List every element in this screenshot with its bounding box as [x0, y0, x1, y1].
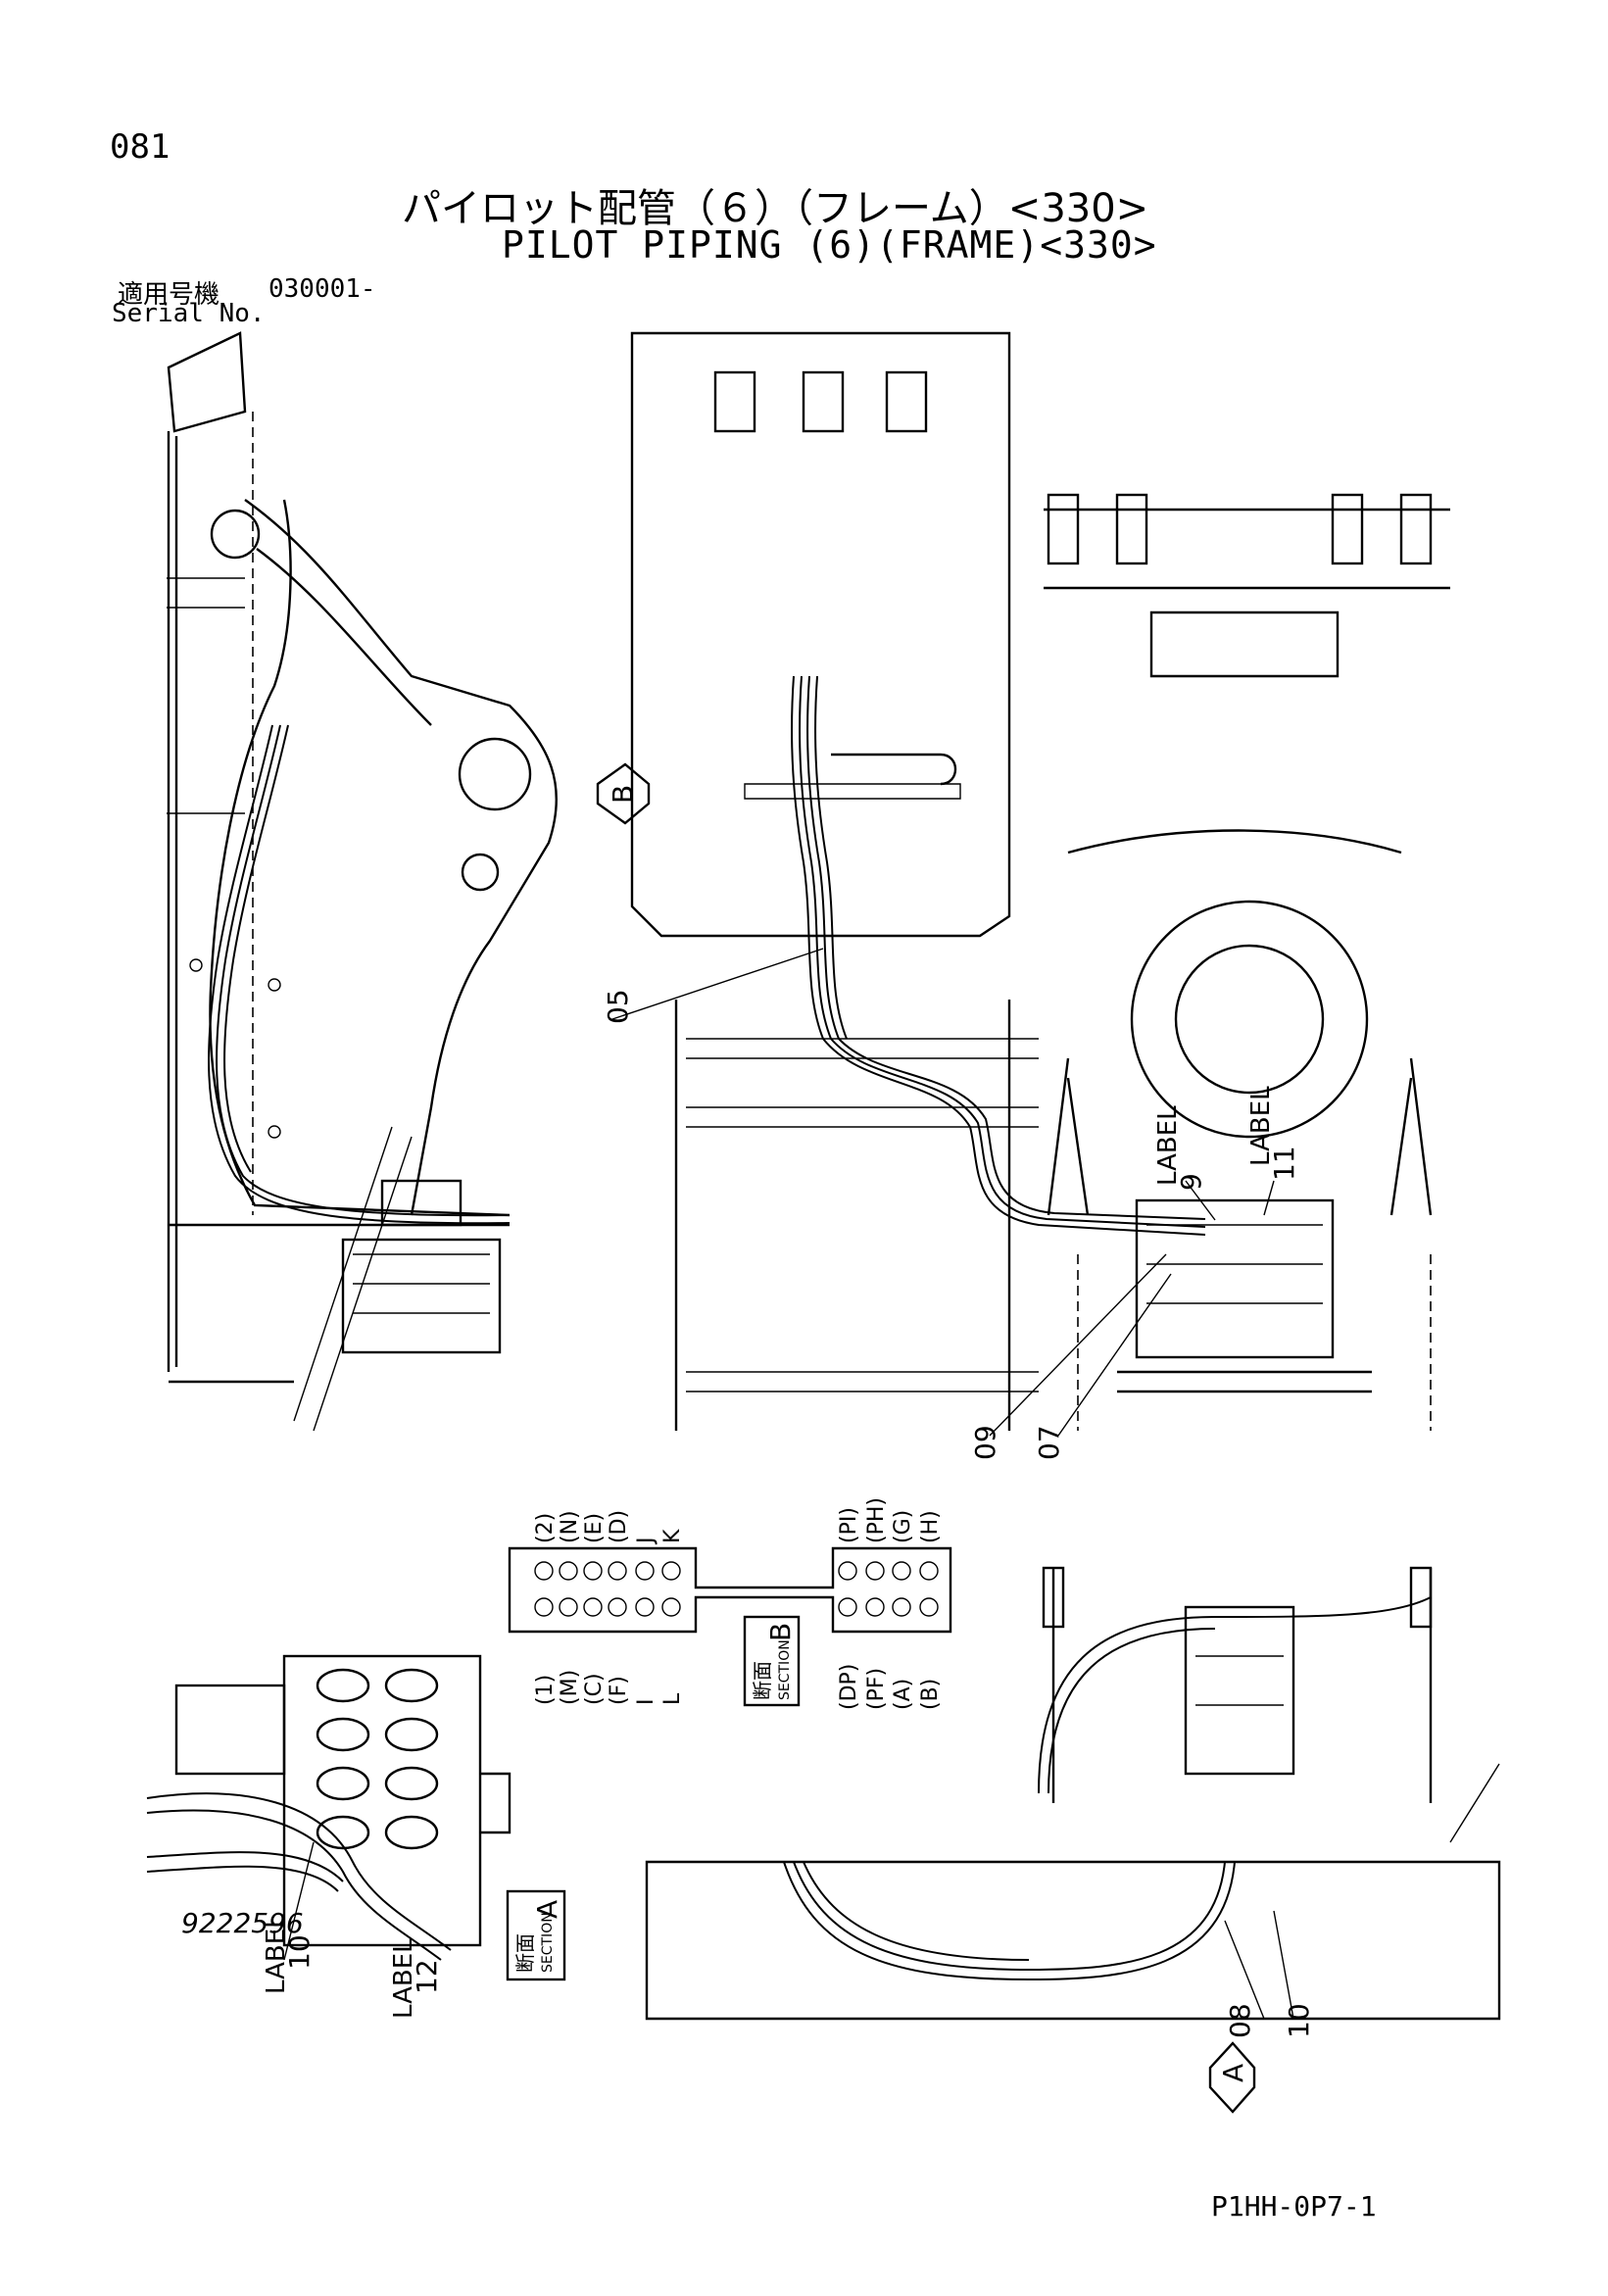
section-b-label-top-right: (PH): [864, 1497, 889, 1543]
bottom-right-view: [645, 1566, 1501, 2021]
section-b-port-bottom: [661, 1597, 681, 1617]
callout-05: 05: [602, 989, 634, 1024]
section-b-port-top: [559, 1561, 578, 1581]
section-b-port-top-right: [919, 1561, 939, 1581]
serial-value: 030001-: [268, 274, 376, 304]
callout-09: 09: [969, 1425, 1001, 1460]
page-code: P1HH-0P7-1: [1211, 2190, 1377, 2223]
section-b-label-bottom: I: [634, 1699, 658, 1706]
section-b-label-top: (N): [558, 1510, 582, 1543]
callout-07: 07: [1033, 1425, 1065, 1460]
section-b-port-top-right: [892, 1561, 911, 1581]
section-b-port-bottom-right: [892, 1597, 911, 1617]
view-marker-a-letter: A: [1217, 2064, 1249, 2082]
section-b-label-bottom: (C): [582, 1673, 607, 1705]
label-tag-9: LABEL: [1153, 1105, 1183, 1186]
section-b-label-top-right: (G): [891, 1510, 915, 1543]
section-b-label-top-right: (H): [918, 1510, 943, 1543]
section-a-letter: A: [531, 1900, 563, 1919]
title-japanese: パイロット配管（６）（フレーム）<330>: [402, 186, 1149, 231]
section-b-port-bottom: [608, 1597, 627, 1617]
drawing-number: 9222596: [181, 1907, 304, 1939]
section-b-label-top: J: [634, 1538, 658, 1546]
section-b-port-bottom-right: [865, 1597, 885, 1617]
section-b-label-top: (D): [607, 1510, 631, 1543]
section-b-label-top: (E): [582, 1513, 607, 1543]
label-tag-11: LABEL: [1246, 1086, 1276, 1166]
section-b-port-bottom: [534, 1597, 554, 1617]
section-b-port-bottom-right: [919, 1597, 939, 1617]
section-b-port-top-right: [838, 1561, 857, 1581]
callout-9: 9: [1175, 1173, 1207, 1191]
section-b-label-bottom-right: (B): [918, 1679, 943, 1710]
section-b-label-bottom-right: (DP): [837, 1664, 861, 1710]
section-b-en: SECTION: [777, 1639, 793, 1700]
section-b-label-bottom: (1): [533, 1675, 558, 1705]
callout-10-bottom-right: 10: [1283, 2003, 1315, 2038]
section-b-label-top: (2): [533, 1513, 558, 1543]
callout-12: 12: [411, 1959, 443, 1994]
section-b-label-bottom: (F): [607, 1676, 631, 1705]
section-b-label-top: K: [660, 1529, 685, 1543]
section-a-jp: 断面: [513, 1933, 537, 1973]
section-b-port-top: [534, 1561, 554, 1581]
view-marker-a: [1208, 2041, 1256, 2114]
section-b-letter: B: [764, 1623, 797, 1641]
section-b-port-top: [635, 1561, 655, 1581]
section-b-block: [508, 1546, 952, 1707]
section-b-port-bottom: [559, 1597, 578, 1617]
section-b-port-bottom: [635, 1597, 655, 1617]
serial-label-english: Serial No.: [112, 299, 266, 328]
section-b-label-bottom: (M): [558, 1670, 582, 1705]
section-b-port-top: [583, 1561, 603, 1581]
label-tag-10: LABEL: [262, 1914, 291, 1994]
title-english: PILOT PIPING (6)(FRAME)<330>: [502, 223, 1157, 267]
section-b-label-bottom-right: (A): [891, 1679, 915, 1710]
callout-10-section-a: 10: [283, 1934, 316, 1970]
callout-11: 11: [1268, 1146, 1300, 1181]
section-b-port-bottom: [583, 1597, 603, 1617]
section-b-label-bottom-right: (PF): [864, 1668, 889, 1710]
section-b-port-top-right: [865, 1561, 885, 1581]
callout-08: 08: [1224, 2003, 1256, 2038]
right-frame-view: [989, 493, 1450, 1437]
serial-label-japanese: 適用号機: [118, 280, 220, 310]
section-b-jp: 断面: [751, 1661, 774, 1700]
page-number: 081: [110, 127, 171, 167]
section-b-label-top-right: (PI): [837, 1507, 861, 1543]
label-tag-12: LABEL: [389, 1938, 418, 2019]
view-marker-b-letter: B: [607, 785, 639, 804]
section-a-en: SECTION: [540, 1912, 556, 1973]
section-b-port-bottom-right: [838, 1597, 857, 1617]
center-plan-view: [611, 331, 1206, 1431]
left-side-view: [167, 331, 558, 1432]
section-a-valve: [146, 1654, 566, 1981]
section-b-label-bottom: L: [660, 1692, 685, 1705]
section-b-port-top: [661, 1561, 681, 1581]
view-marker-b: [596, 762, 651, 825]
section-b-port-top: [608, 1561, 627, 1581]
